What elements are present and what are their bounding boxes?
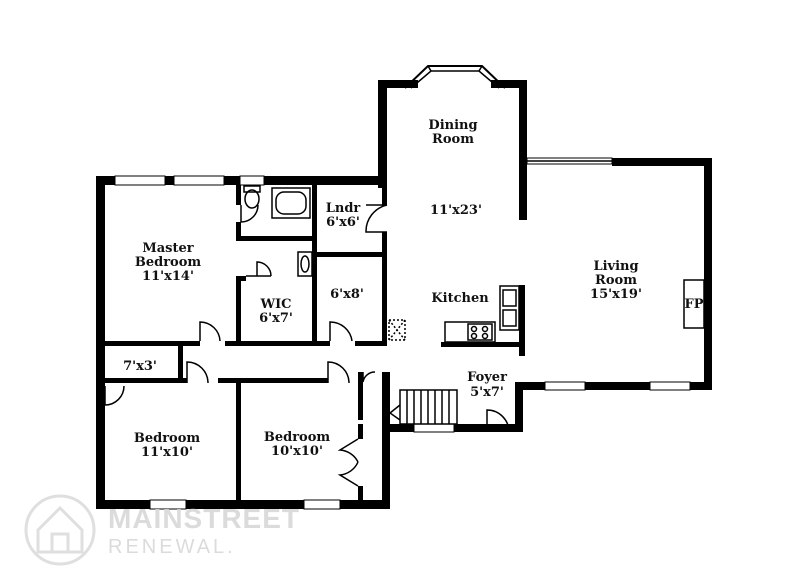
- closet-small-size: 7'x3': [123, 359, 157, 374]
- closet-mid-size: 6'x8': [330, 287, 364, 302]
- wic-label: WIC: [259, 297, 291, 312]
- fireplace: FP: [683, 279, 705, 329]
- bath-fixtures: [243, 185, 313, 277]
- watermark-line1: MAINSTREET: [108, 503, 300, 534]
- master-size: 11'x14': [142, 269, 194, 284]
- bedroom-left-size: 11'x10': [141, 445, 193, 460]
- watermark-logo-icon: [24, 494, 96, 566]
- kitchen-fixtures: [388, 285, 520, 343]
- master-label-line2: Bedroom: [135, 255, 202, 270]
- dining-label-line1: Dining: [428, 118, 477, 133]
- laundry-label: Lndr: [326, 201, 361, 216]
- watermark: MAINSTREET RENEWAL.: [24, 494, 300, 566]
- foyer-label: Foyer: [467, 370, 507, 385]
- bedroom-right-label: Bedroom: [264, 430, 331, 445]
- watermark-line2: RENEWAL.: [108, 536, 236, 558]
- interior-walls: [96, 185, 525, 502]
- bedroom-right-size: 10'x10': [271, 444, 323, 459]
- living-label-line1: Living: [593, 259, 638, 274]
- laundry-size: 6'x6': [326, 215, 360, 230]
- dining-size: 11'x23': [430, 203, 482, 218]
- foyer-size: 5'x7': [470, 385, 504, 400]
- bay-window: [404, 65, 506, 89]
- wic-size: 6'x7': [259, 311, 293, 326]
- living-label-line2: Room: [595, 273, 637, 288]
- stairs: [388, 389, 458, 425]
- dining-label-line2: Room: [432, 132, 474, 147]
- doors: [104, 204, 510, 487]
- fireplace-label: FP: [684, 297, 703, 312]
- living-size: 15'x19': [590, 287, 642, 302]
- room-labels: Dining Room 11'x23' Lndr 6'x6' Master Be…: [123, 118, 642, 460]
- windows: [114, 157, 691, 510]
- kitchen-label: Kitchen: [431, 291, 489, 306]
- bedroom-left-label: Bedroom: [134, 431, 201, 446]
- master-label-line1: Master: [142, 241, 193, 256]
